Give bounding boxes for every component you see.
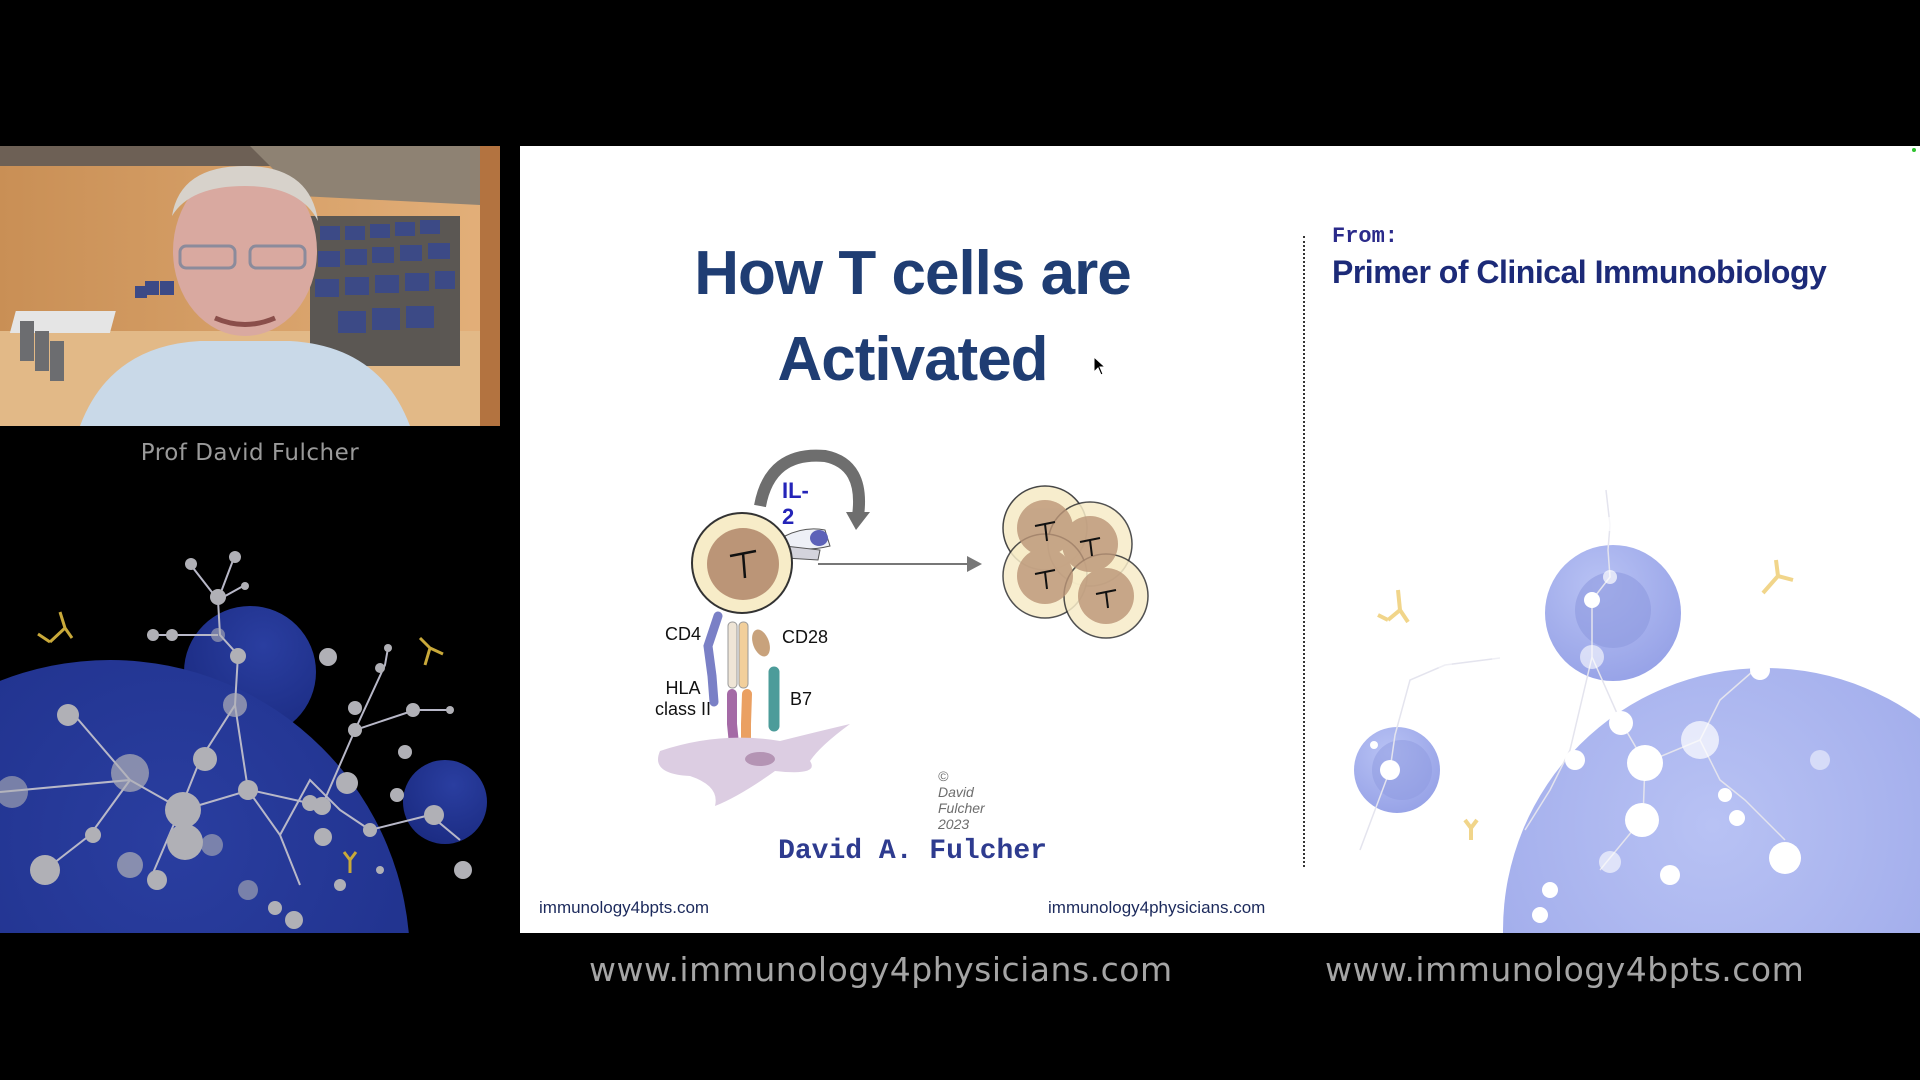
slide-title-line2: Activated (777, 325, 1048, 394)
copyright-notice: © David Fulcher 2023 (938, 768, 985, 832)
il2-label: IL-2 (782, 478, 809, 529)
cd28-label: CD28 (782, 627, 829, 647)
cd4-label: CD4 (665, 624, 702, 644)
slide-title-line1: How T cells are (694, 239, 1131, 308)
cd4-molecule (703, 611, 723, 707)
molecule-network-illustration (0, 551, 487, 933)
right-molecule-illustration (1351, 479, 1920, 933)
banner-url-bpts[interactable]: www.immunology4bpts.com (1325, 950, 1805, 989)
mouse-pointer-icon (1093, 355, 1107, 381)
antibody-icon (1377, 559, 1794, 840)
hla-label-line1: HLA (665, 678, 701, 698)
t-cell-icon (691, 512, 793, 614)
recording-indicator-icon (1912, 148, 1916, 152)
banner-url-physicians[interactable]: www.immunology4physicians.com (589, 950, 1173, 989)
presenter-webcam (0, 146, 500, 426)
presentation-slide: How T cells are Activated (520, 146, 1920, 933)
hla-class-ii-label: HLA class II (648, 678, 718, 720)
slide-footer-url-right[interactable]: immunology4physicians.com (1048, 898, 1266, 917)
proliferating-t-cells-icon (1002, 485, 1149, 639)
webcam-video-frame (0, 146, 500, 426)
il2-receptor-icon (784, 528, 831, 561)
left-decorative-background (0, 530, 510, 933)
book-title: Primer of Clinical Immunobiology (1332, 254, 1827, 290)
slide-footer-url-left[interactable]: immunology4bpts.com (539, 898, 710, 917)
b7-label: B7 (790, 689, 813, 709)
antibody-icon (37, 611, 444, 873)
cd28-molecule (752, 629, 770, 657)
hla-label-line2: class II (654, 699, 711, 719)
author-name: David A. Fulcher (778, 836, 1047, 867)
from-label: From: (1332, 224, 1399, 249)
hla-class-ii-molecule (727, 689, 739, 749)
dotted-divider (1303, 236, 1305, 867)
presenter-name-label: Prof David Fulcher (140, 440, 360, 466)
diagram-illustration (658, 449, 1149, 806)
